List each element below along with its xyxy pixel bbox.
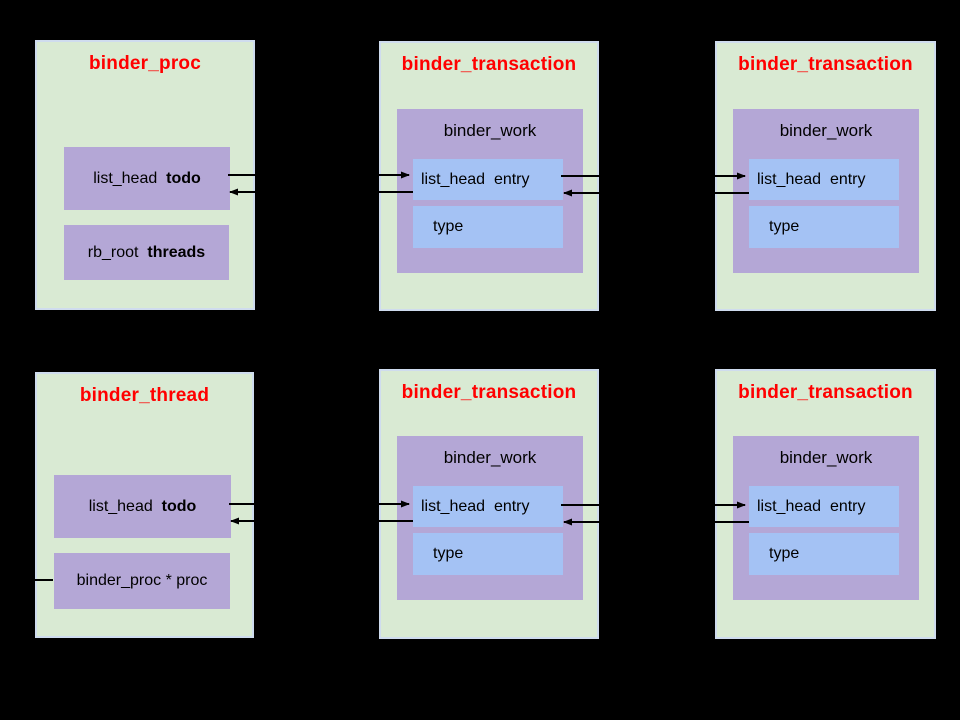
struct-title-binder-thread: binder_thread xyxy=(79,385,210,406)
binder-work-box-1: binder_work list_head entry type xyxy=(397,109,583,273)
binder-work-label: binder_work xyxy=(779,121,873,140)
field-type-text: binder_proc * proc xyxy=(76,572,208,589)
field-t3-list-head-entry: list_head entry xyxy=(413,486,563,527)
binder-work-box-2: binder_work list_head entry type xyxy=(733,109,919,273)
field-t2-type: type xyxy=(749,206,899,248)
field-name-text: threads xyxy=(147,243,206,261)
field-type-text: list_head xyxy=(93,169,167,187)
binder-work-box-4: binder_work list_head entry type xyxy=(733,436,919,600)
field-proc-rb-root-threads: rb_root threads xyxy=(64,225,229,280)
struct-box-binder-thread: binder_thread list_head todo binder_proc… xyxy=(35,372,254,638)
binder-work-box-3: binder_work list_head entry type xyxy=(397,436,583,600)
struct-title-binder-transaction-4: binder_transaction xyxy=(738,382,913,403)
struct-title-binder-transaction-1: binder_transaction xyxy=(401,54,577,75)
struct-title-binder-proc: binder_proc xyxy=(89,53,201,74)
field-t4-type: type xyxy=(749,533,899,575)
struct-box-binder-transaction-2: binder_transaction binder_work list_head… xyxy=(715,41,936,311)
field-t1-type: type xyxy=(413,206,563,248)
field-name-text: todo xyxy=(161,497,197,515)
struct-box-binder-transaction-3: binder_transaction binder_work list_head… xyxy=(379,369,599,639)
field-t1-list-head-entry: list_head entry xyxy=(413,159,563,200)
binder-work-label: binder_work xyxy=(443,448,537,467)
struct-title-binder-transaction-2: binder_transaction xyxy=(738,54,913,75)
field-thread-list-head-todo: list_head todo xyxy=(54,475,231,538)
field-proc-list-head-todo: list_head todo xyxy=(64,147,230,210)
field-t2-list-head-entry: list_head entry xyxy=(749,159,899,200)
field-t3-type: type xyxy=(413,533,563,575)
field-thread-binder-proc-pointer: binder_proc * proc xyxy=(54,553,230,609)
binder-work-label: binder_work xyxy=(443,121,537,140)
field-type-text: rb_root xyxy=(87,243,148,261)
struct-box-binder-proc: binder_proc list_head todo rb_root threa… xyxy=(35,40,255,310)
field-type-text: list_head xyxy=(88,497,162,515)
field-name-text: todo xyxy=(166,169,201,187)
struct-title-binder-transaction-3: binder_transaction xyxy=(401,382,577,403)
struct-box-binder-transaction-1: binder_transaction binder_work list_head… xyxy=(379,41,599,311)
field-t4-list-head-entry: list_head entry xyxy=(749,486,899,527)
binder-work-label: binder_work xyxy=(779,448,873,467)
struct-box-binder-transaction-4: binder_transaction binder_work list_head… xyxy=(715,369,936,639)
